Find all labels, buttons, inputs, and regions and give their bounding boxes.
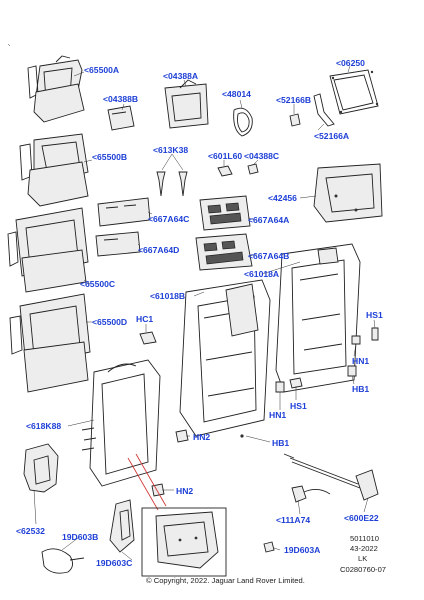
leader-lines <box>33 65 376 561</box>
callout-61018b[interactable]: <61018B <box>150 291 185 301</box>
part-667a64c-drawing <box>97 197 151 227</box>
part-hc1-drawing <box>139 331 157 345</box>
inset-box <box>141 507 227 577</box>
part-65500d-drawing <box>9 293 91 393</box>
callout-65500c[interactable]: <65500C <box>80 279 115 289</box>
part-06250-drawing <box>329 69 379 115</box>
part-65500a-drawing <box>27 55 85 123</box>
part-667a64b-drawing <box>195 233 253 271</box>
callout-hs1-lower[interactable]: HS1 <box>290 401 307 411</box>
part-62532-drawing <box>23 443 59 493</box>
callout-04388b[interactable]: <04388B <box>103 94 138 104</box>
callout-hn1[interactable]: HN1 <box>352 356 369 366</box>
footer-code-2: 43-2022 <box>350 544 378 553</box>
callout-labels: <65500A <04388A <06250 <04388B <48014 <5… <box>16 58 383 568</box>
part-19d603c-drawing <box>109 499 135 553</box>
callout-65500a[interactable]: <65500A <box>84 65 119 75</box>
footer-code-3: LK <box>358 554 367 563</box>
callout-52166a[interactable]: <52166A <box>314 131 349 141</box>
callout-600e22[interactable]: <600E22 <box>344 513 379 523</box>
part-613k38-drawing <box>156 171 188 197</box>
footer-code-1: 5011010 <box>350 534 379 543</box>
callout-48014[interactable]: <48014 <box>222 89 251 99</box>
copyright-text: © Copyright, 2022. Jaguar Land Rover Lim… <box>146 576 305 585</box>
part-111a74-drawing <box>291 485 331 503</box>
callout-667a64a[interactable]: <667A64A <box>248 215 289 225</box>
part-65500b-drawing <box>19 133 89 207</box>
footer-code-4: C0280760-07 <box>340 565 386 574</box>
part-04388b-drawing <box>107 105 135 131</box>
callout-618k88[interactable]: <618K88 <box>26 421 61 431</box>
callout-04388a[interactable]: <04388A <box>163 71 198 81</box>
part-600e22-drawing <box>283 453 379 501</box>
callout-06250[interactable]: <06250 <box>336 58 365 68</box>
callout-42456[interactable]: <42456 <box>268 193 297 203</box>
part-667a64a-drawing <box>199 195 251 231</box>
part-fasteners-right-drawing <box>275 327 379 393</box>
callout-65500b[interactable]: <65500B <box>92 152 127 162</box>
part-04388a-drawing <box>164 79 209 129</box>
callout-hb1-right[interactable]: HB1 <box>352 384 369 394</box>
callout-52166b[interactable]: <52166B <box>276 95 311 105</box>
part-19d603a-drawing <box>263 541 275 553</box>
callout-hn2-upper[interactable]: HN2 <box>193 432 210 442</box>
part-48014-drawing <box>233 107 253 137</box>
callout-hb1-center[interactable]: HB1 <box>272 438 289 448</box>
callout-19d603a[interactable]: 19D603A <box>284 545 320 555</box>
callout-62532[interactable]: <62532 <box>16 526 45 536</box>
part-61018b-drawing <box>179 279 271 438</box>
callout-04388c[interactable]: <04388C <box>244 151 279 161</box>
callout-667a64c[interactable]: <667A64C <box>148 214 189 224</box>
callout-613k38[interactable]: <613K38 <box>153 145 188 155</box>
part-667a64d-drawing <box>95 231 141 257</box>
part-52166-drawing <box>289 93 335 127</box>
part-65500c-drawing <box>7 207 89 293</box>
callout-19d603c[interactable]: 19D603C <box>96 558 132 568</box>
footer: © Copyright, 2022. Jaguar Land Rover Lim… <box>146 534 386 585</box>
part-19d603b-drawing <box>41 548 85 574</box>
callout-65500d[interactable]: <65500D <box>92 317 127 327</box>
highlight-lines <box>127 453 167 511</box>
part-61018a-drawing <box>275 243 361 393</box>
callout-61018a[interactable]: <61018A <box>244 269 279 279</box>
callout-601l60[interactable]: <601L60 <box>208 151 242 161</box>
part-601l60-drawing <box>217 163 259 177</box>
corner-mark <box>7 43 11 47</box>
callout-hn2-lower[interactable]: HN2 <box>176 486 193 496</box>
callout-667a64d[interactable]: <667A64D <box>138 245 179 255</box>
callout-111a74[interactable]: <111A74 <box>276 515 310 525</box>
callout-19d603b[interactable]: 19D603B <box>62 532 98 542</box>
callout-hn1-lower[interactable]: HN1 <box>269 410 286 420</box>
part-hn2-upper-drawing <box>175 429 189 443</box>
part-618k88-drawing <box>81 359 161 487</box>
callout-hc1[interactable]: HC1 <box>136 314 153 324</box>
callout-667a64b[interactable]: <667A64B <box>248 251 289 261</box>
callout-hs1-top[interactable]: HS1 <box>366 310 383 320</box>
part-42456-drawing <box>313 163 383 223</box>
